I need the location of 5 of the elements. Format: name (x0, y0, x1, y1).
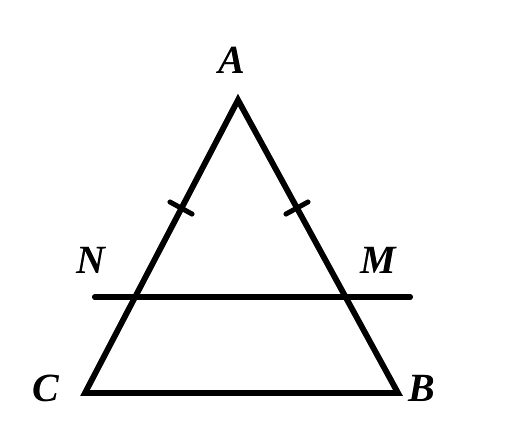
vertex-label: N (76, 240, 105, 280)
vertex-label: B (408, 368, 435, 408)
vertex-label: C (32, 368, 59, 408)
vertex-label: A (218, 40, 245, 80)
vertex-label: M (360, 240, 396, 280)
